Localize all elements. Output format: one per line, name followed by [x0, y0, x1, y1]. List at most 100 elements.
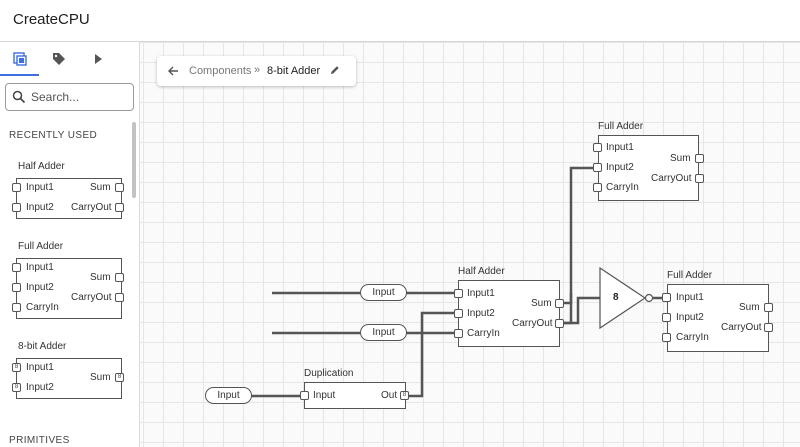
pin-label: Sum — [670, 153, 691, 164]
breadcrumb-parent[interactable]: Components — [189, 65, 252, 77]
input-pin[interactable] — [662, 313, 671, 322]
wire — [564, 166, 598, 305]
input-pin[interactable] — [593, 163, 602, 172]
node-title: Full Adder — [667, 270, 713, 281]
input-node[interactable]: Input — [205, 387, 252, 404]
pin-label: CarryOut — [71, 292, 112, 303]
output-pin[interactable] — [695, 154, 704, 163]
pin-label: Input2 — [606, 162, 634, 173]
wire — [564, 293, 573, 325]
pin-label: Sum — [90, 372, 111, 383]
input-node[interactable]: Input — [360, 324, 407, 341]
components-icon — [12, 52, 27, 66]
output-pin — [115, 273, 124, 282]
input-pin[interactable] — [593, 183, 602, 192]
input-pin: 8 — [12, 363, 21, 372]
input-pin — [12, 263, 21, 272]
play-icon — [94, 54, 102, 64]
breadcrumb: Components » 8-bit Adder — [157, 56, 356, 86]
output-pin[interactable] — [555, 299, 564, 308]
output-pin[interactable]: 8 — [400, 391, 409, 400]
search-input[interactable] — [31, 90, 126, 104]
pin-label: Input1 — [467, 288, 495, 299]
pin-label: Input1 — [26, 182, 54, 193]
pin-label: CarryIn — [26, 302, 59, 313]
input-pin — [12, 303, 21, 312]
output-pin[interactable] — [555, 319, 564, 328]
node-half-adder[interactable] — [458, 280, 560, 347]
sidebar-tabs — [0, 42, 139, 76]
output-pin: 8 — [115, 373, 124, 382]
section-primitives: PRIMITIVES — [9, 435, 70, 446]
node-full-adder-top[interactable] — [598, 135, 699, 201]
bus-buffer-node[interactable] — [595, 266, 665, 330]
pin-label: Input — [313, 390, 336, 401]
input-pin[interactable] — [454, 329, 463, 338]
pin-label: Input2 — [676, 312, 704, 323]
input-pin — [12, 183, 21, 192]
node-duplication[interactable] — [304, 382, 406, 409]
component-full-adder[interactable] — [16, 258, 122, 319]
node-title: Half Adder — [458, 266, 505, 277]
pin-label: Input2 — [26, 202, 54, 213]
tab-tags[interactable] — [39, 42, 78, 76]
input-pin[interactable] — [662, 293, 671, 302]
output-pin[interactable] — [764, 303, 773, 312]
pin-label: Sum — [90, 272, 111, 283]
node-title: Full Adder — [598, 121, 644, 132]
breadcrumb-separator: » — [254, 64, 261, 76]
input-pin[interactable] — [454, 309, 463, 318]
pin-label: Input2 — [26, 282, 54, 293]
node-title: Duplication — [304, 368, 354, 379]
wire — [409, 311, 455, 398]
sidebar: RECENTLY USED Half Adder Input1 Input2 S… — [0, 42, 140, 447]
component-title: 8-bit Adder — [18, 341, 67, 352]
tab-simulate[interactable] — [78, 42, 117, 76]
search-icon — [12, 90, 26, 104]
back-arrow-icon[interactable] — [166, 64, 180, 78]
output-pin — [115, 203, 124, 212]
edit-pencil-icon[interactable] — [329, 64, 341, 76]
input-pin[interactable] — [662, 333, 671, 342]
pin-label: Input2 — [467, 308, 495, 319]
input-node[interactable]: Input — [360, 284, 407, 301]
search-box — [5, 83, 134, 111]
breadcrumb-current: 8-bit Adder — [267, 65, 321, 77]
input-pin[interactable] — [300, 391, 309, 400]
pin-label: Sum — [739, 302, 760, 313]
pin-label: CarryIn — [606, 182, 639, 193]
sidebar-scrollbar[interactable] — [132, 122, 136, 198]
pin-label: CarryIn — [467, 328, 500, 339]
pin-label: Out — [381, 390, 398, 401]
node-full-adder-right[interactable] — [667, 284, 769, 352]
output-pin[interactable] — [695, 174, 704, 183]
tag-icon — [52, 53, 65, 65]
output-pin[interactable] — [764, 323, 773, 332]
pin-label: CarryIn — [676, 332, 709, 343]
app-bar: CreateCPU — [0, 0, 800, 42]
component-title: Half Adder — [18, 161, 65, 172]
circuit-canvas[interactable]: Components » 8-bit Adder Full Adder Inpu… — [140, 42, 800, 447]
app-title: CreateCPU — [13, 11, 90, 28]
output-pin — [115, 293, 124, 302]
pin-label: CarryOut — [71, 202, 112, 213]
section-recently-used: RECENTLY USED — [9, 130, 98, 141]
pin-label: CarryOut — [721, 322, 762, 333]
input-pin[interactable] — [454, 289, 463, 298]
pin-label: Input1 — [26, 262, 54, 273]
pin-label: Input1 — [676, 292, 704, 303]
component-title: Full Adder — [18, 241, 64, 252]
component-half-adder[interactable] — [16, 178, 122, 219]
component-8-bit-adder[interactable] — [16, 358, 122, 399]
pin-label: Input1 — [26, 362, 54, 373]
pin-label: Input2 — [26, 382, 54, 393]
pin-label: Sum — [531, 298, 552, 309]
pin-label: Sum — [90, 182, 111, 193]
input-pin: 8 — [12, 383, 21, 392]
bus-width-label: 8 — [613, 292, 619, 303]
input-pin — [12, 283, 21, 292]
input-pin — [12, 203, 21, 212]
pin-label: CarryOut — [651, 173, 692, 184]
tab-components[interactable] — [0, 42, 39, 76]
input-pin[interactable] — [593, 143, 602, 152]
